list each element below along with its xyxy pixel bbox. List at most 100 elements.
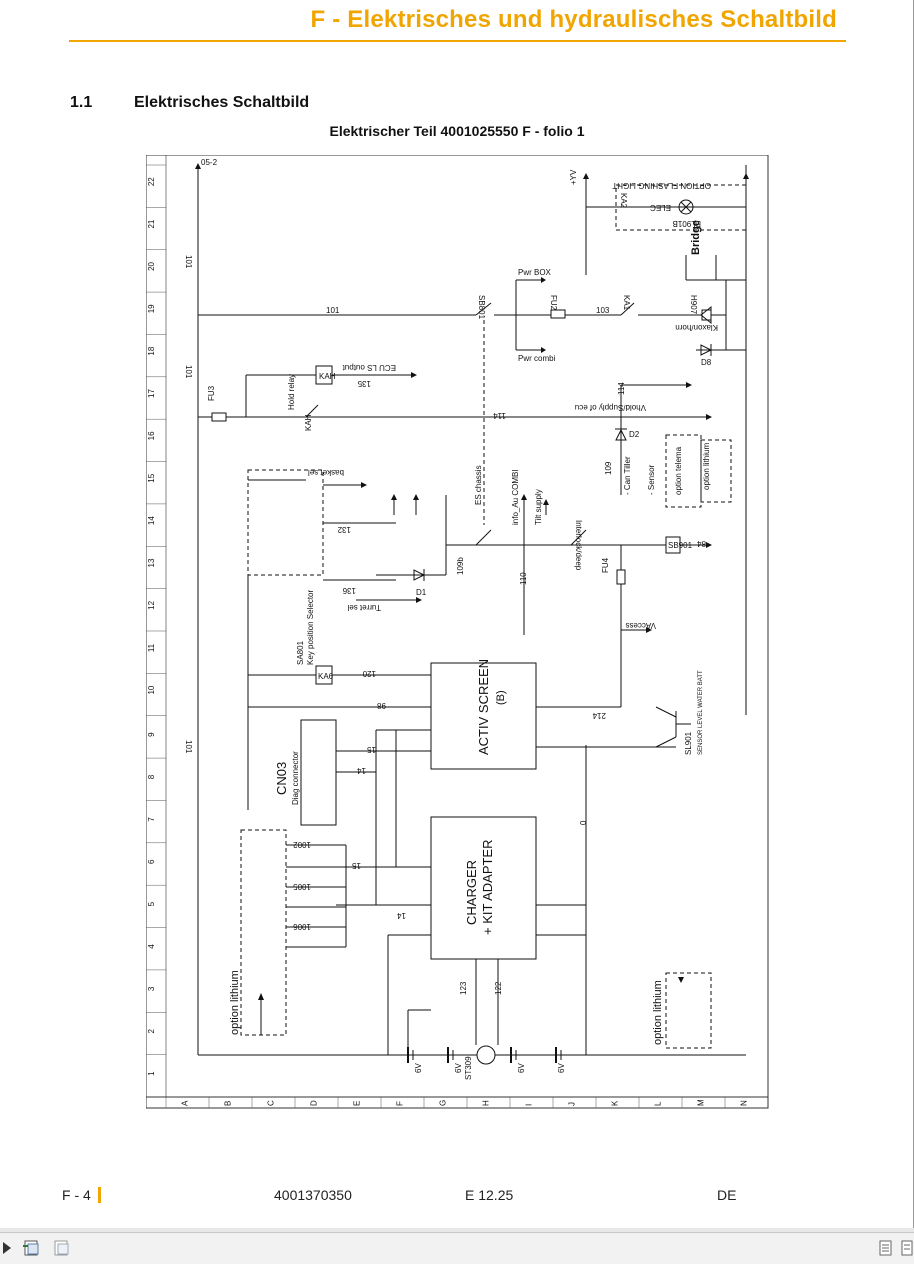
row-number: 4 (147, 944, 156, 949)
d1-label: D1 (416, 588, 427, 597)
el901b-label: EL901B (673, 219, 701, 228)
charger-label: CHARGER (464, 860, 479, 925)
row-number: 2 (147, 1028, 156, 1033)
wire-136: 136 (342, 586, 356, 595)
wire-114-b: 114 (617, 382, 626, 395)
play-icon[interactable] (0, 1239, 20, 1257)
row-number: 6 (147, 859, 156, 864)
row-number: 18 (147, 346, 156, 355)
row-number: 15 (147, 473, 156, 482)
scroll-icon[interactable] (898, 1239, 914, 1257)
row-number: 12 (147, 600, 156, 609)
row-number: 21 (147, 219, 156, 228)
row-number: 3 (147, 986, 156, 991)
wire-109b: 109b (456, 557, 465, 575)
row-number: 16 (147, 431, 156, 440)
activ-screen-label: ACTIV SCREEN (476, 659, 491, 755)
kah-box-label: KAH (319, 372, 336, 381)
column-letter: D (310, 1100, 319, 1106)
diag-connector-block (300, 719, 337, 826)
activ-screen-sub: (B) (495, 690, 507, 705)
sl901-label: SL901 (684, 731, 693, 755)
footer-accent-bar (98, 1187, 101, 1203)
tilt-supply-label: Tilt supply (534, 489, 543, 525)
row-number: 7 (147, 817, 156, 822)
key-selector-label: SA801 (296, 640, 305, 665)
viewer-toolbar (0, 1232, 914, 1264)
column-letter: F (396, 1101, 405, 1106)
es-chassis-label: ES chassis (474, 465, 483, 505)
column-letter: B (224, 1101, 233, 1106)
pwr-box-label: Pwr BOX (518, 268, 552, 277)
cell-6v-c: 6V (517, 1063, 526, 1073)
column-letter: L (654, 1101, 663, 1106)
d2-label: D2 (629, 430, 640, 439)
column-letter: M (697, 1099, 706, 1106)
wire-123: 123 (459, 981, 468, 995)
row-number: 17 (147, 389, 156, 398)
ka1-label: KA1 (622, 295, 631, 311)
section-title: Elektrisches Schaltbild (134, 94, 310, 111)
column-letter: G (439, 1100, 448, 1106)
wire-109: 109 (604, 461, 613, 475)
interlock-label: Interlock/deep (574, 520, 583, 571)
row-number: 14 (147, 516, 156, 525)
page-layout-icon[interactable] (22, 1239, 42, 1257)
chapter-title: F - Elektrisches und hydraulisches Schal… (310, 6, 837, 33)
klaxon-label: Klaxon/horn (675, 323, 718, 332)
column-letter: H (482, 1100, 491, 1106)
footer-page: F - 4 (62, 1187, 91, 1203)
d8-label: D8 (701, 358, 712, 367)
row-number: 9 (147, 732, 156, 737)
basket-sel-label: basket sel (308, 468, 344, 477)
sl901-sub: SENSOR LEVEL WATER BATT (698, 670, 704, 755)
row-number: 10 (147, 685, 156, 694)
info-combi-label: info_Au COMBI (511, 469, 520, 525)
plus-yv-label: +YV (569, 169, 578, 185)
fu4-label: FU4 (601, 557, 610, 573)
fu3-label: FU3 (207, 385, 216, 401)
wire-1007: 1006 (293, 922, 311, 931)
wire-1006: 1005 (293, 882, 311, 891)
option-lithium-small-label: option lithium (702, 443, 711, 490)
cell-6v-d: 6V (557, 1063, 566, 1073)
column-letter: I (525, 1104, 534, 1106)
ref-05-2: 05-2 (201, 158, 218, 167)
wire-114-a: 114 (493, 411, 506, 420)
column-letter: C (267, 1100, 276, 1106)
wire-101-b: 101 (184, 365, 193, 379)
turret-sel-label: Turret sel (347, 603, 381, 612)
page-layout-icon-2[interactable] (52, 1239, 72, 1257)
row-number: 1 (147, 1071, 156, 1076)
hold-relay-label: Hold relay (287, 374, 296, 410)
bridge-label: Bridge (690, 220, 702, 255)
battery-cells (407, 1047, 562, 1063)
wire-101-d: 101 (326, 306, 340, 315)
row-number: 13 (147, 558, 156, 567)
footer-doc-number: 4001370350 (274, 1187, 352, 1203)
wire-122: 122 (494, 981, 503, 995)
key-selector-sub: Key position Selector (306, 590, 315, 665)
ecu-ls-label: ECU LS output (342, 363, 396, 372)
wire-98: 98 (377, 701, 386, 710)
column-letter: J (568, 1102, 577, 1106)
column-letter: E (353, 1101, 362, 1106)
document-icon[interactable] (876, 1239, 896, 1257)
charger-block (430, 816, 537, 960)
ka6-label: KA6 (318, 672, 334, 681)
option-flashing-label: OPTION FLASHING LIGHT (612, 181, 711, 190)
option-telema-label: option telema (674, 446, 683, 495)
wire-1002-b: 15 (352, 861, 361, 870)
diag-connector-sub: Diag connector (291, 751, 300, 805)
option-lithium-right: option lithium (652, 980, 664, 1045)
wire-1002-a: 15 (367, 745, 376, 754)
wire-120: 120 (362, 669, 376, 678)
row-number: 19 (147, 304, 156, 313)
wire-1005: 1002 (293, 840, 311, 849)
column-letter: K (611, 1100, 620, 1106)
section-number: 1.1 (70, 94, 93, 111)
wire-214: 214 (592, 711, 606, 720)
